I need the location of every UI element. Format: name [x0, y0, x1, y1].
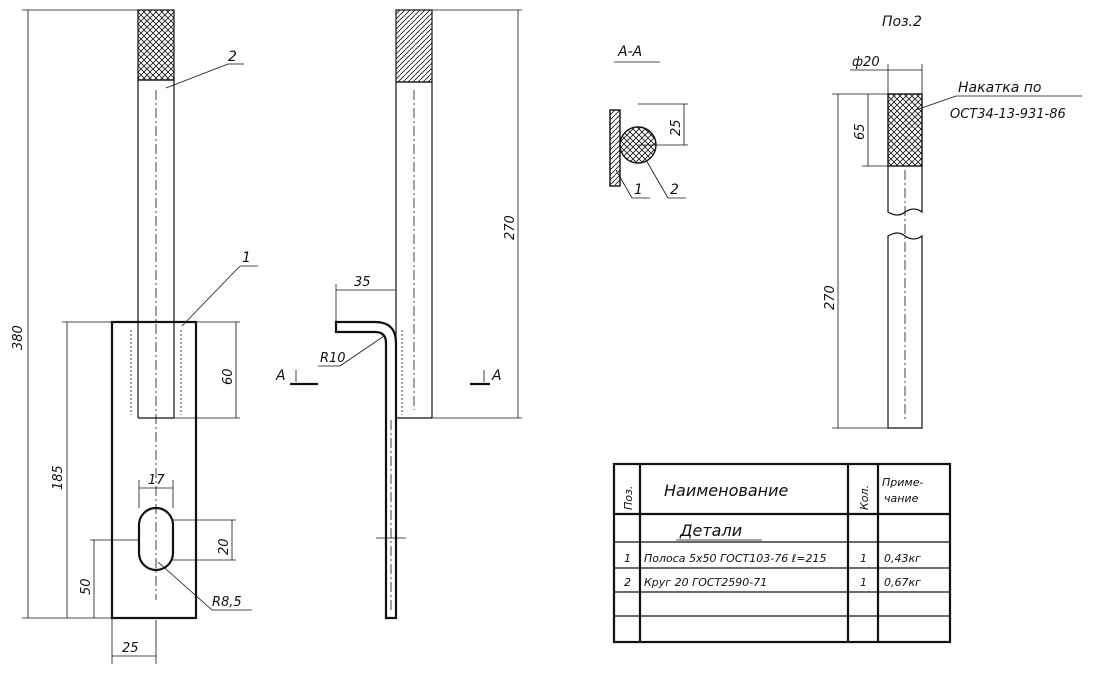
table-row-1-pos: 1 [624, 552, 631, 565]
pos2-detail: Поз.2 ф20 Накатка по ОСТ34-13-931-86 65 … [823, 14, 1082, 429]
dim-bend-radius: R10 [320, 351, 346, 366]
table-row-2-note: 0,67кг [884, 576, 921, 589]
section-callout-1: 1 [634, 182, 643, 198]
dim-total-height: 380 [11, 325, 26, 350]
table-section-title: Детали [679, 521, 742, 540]
dim-overlap: 60 [221, 368, 236, 385]
dim-plate-length: 185 [51, 465, 66, 490]
callout-part-2: 2 [228, 49, 237, 65]
section-mark-left: A [275, 368, 286, 384]
table-row-1-note: 0,43кг [884, 552, 921, 565]
dim-pos2-diameter: ф20 [852, 55, 880, 70]
dim-slot-radius: R8,5 [212, 595, 242, 610]
front-plate [110, 320, 198, 620]
knurl-note-line2: ОСТ34-13-931-86 [950, 107, 1066, 122]
table-row-2-qty: 1 [860, 576, 867, 589]
dim-slot-offset: 50 [79, 578, 94, 595]
table-header-pos: Поз. [622, 486, 635, 510]
front-slot [137, 506, 175, 572]
table-header-note-1: Приме- [882, 476, 923, 489]
dim-rod-length: 270 [503, 215, 518, 240]
dim-slot-height: 20 [217, 538, 232, 555]
dim-pos2-knurl-length: 65 [853, 123, 868, 140]
pos2-title: Поз.2 [882, 14, 922, 30]
side-bent-plate [334, 320, 398, 620]
dim-section-size: 25 [669, 119, 684, 136]
section-callout-2: 2 [670, 182, 679, 198]
table-header-qty: Кол. [858, 485, 871, 510]
section-title: А-А [617, 44, 642, 60]
pos2-knurled-end [887, 93, 923, 167]
section-mark-right: A [491, 368, 502, 384]
table-row-2-pos: 2 [624, 576, 631, 589]
front-view: 380 185 50 60 17 20 R8,5 25 [11, 9, 258, 664]
callout-part-1: 1 [242, 250, 251, 266]
spec-table: Поз. Наименование Кол. Приме- чание Дета… [612, 462, 952, 644]
section-a-a: А-А 25 1 2 [609, 44, 688, 199]
front-rod-knurled-end [137, 9, 175, 81]
table-row-1-qty: 1 [860, 552, 867, 565]
dim-slot-width: 17 [148, 473, 165, 488]
knurl-note-line1: Накатка по [958, 80, 1042, 96]
side-view: 270 35 R10 A A [275, 9, 522, 620]
table-row-2-name: Круг 20 ГОСТ2590-71 [644, 576, 767, 589]
dim-bend-offset: 35 [354, 275, 371, 290]
dim-plate-width: 25 [122, 641, 139, 656]
dim-pos2-length: 270 [823, 285, 838, 310]
table-header-name: Наименование [664, 481, 788, 500]
table-header-note-2: чание [884, 492, 919, 505]
table-row-1-name: Полоса 5х50 ГОСТ103-76 ℓ=215 [644, 552, 826, 565]
side-rod-knurled-end [395, 9, 433, 83]
